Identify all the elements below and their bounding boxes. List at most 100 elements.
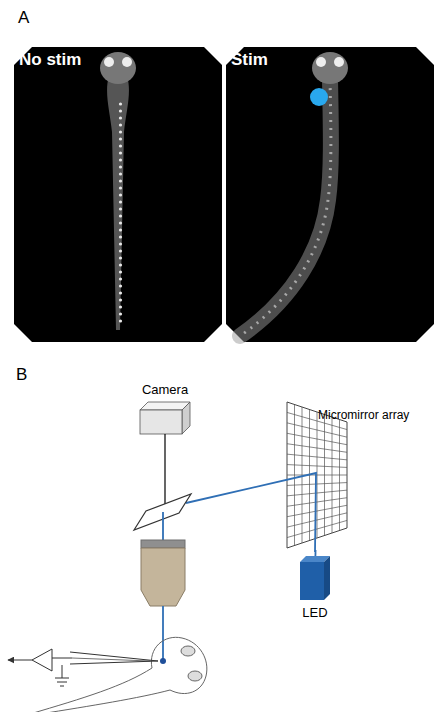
image-panel: Stim bbox=[226, 47, 434, 342]
camera-side bbox=[182, 402, 190, 434]
larva-eye bbox=[188, 671, 202, 681]
larva-speckle bbox=[119, 137, 122, 140]
larva-head bbox=[100, 52, 136, 84]
light-path bbox=[162, 512, 164, 540]
larva-body bbox=[240, 80, 331, 336]
stimulation-spot bbox=[310, 88, 328, 106]
camera-box: Camera bbox=[140, 402, 190, 434]
larva-speckle bbox=[119, 109, 122, 112]
dichroic-mirror bbox=[134, 494, 191, 530]
larva-speckle bbox=[119, 305, 122, 308]
panel-letter: B bbox=[16, 366, 27, 383]
image-panel-outline bbox=[14, 47, 222, 342]
led-source: LED bbox=[300, 556, 330, 600]
recording-setup bbox=[8, 649, 158, 686]
larva-speckle bbox=[119, 116, 122, 119]
node-label: No stim bbox=[19, 51, 81, 70]
led-front bbox=[300, 562, 324, 600]
stimulation-spot bbox=[160, 658, 166, 664]
mirror-gridline bbox=[287, 490, 347, 496]
larva-speckles bbox=[119, 102, 122, 322]
larva-speckle bbox=[119, 130, 122, 133]
led-side bbox=[324, 556, 330, 600]
larva-outline bbox=[30, 637, 207, 712]
larva-head bbox=[312, 52, 348, 84]
larva-speckle bbox=[119, 277, 122, 280]
ground-symbol bbox=[57, 682, 67, 683]
node-label: Camera bbox=[132, 383, 198, 397]
amplifier-output bbox=[8, 660, 32, 661]
larva-speckle bbox=[119, 291, 122, 294]
micromirror-array-outline bbox=[285, 400, 349, 550]
larva-speckle bbox=[119, 298, 122, 301]
larva-speckle bbox=[119, 263, 122, 266]
larva-speckle bbox=[119, 158, 122, 161]
objective-lens bbox=[141, 548, 185, 606]
larva-speckle bbox=[119, 207, 122, 210]
larva-speckle bbox=[119, 193, 122, 196]
larva-speckle bbox=[119, 256, 122, 259]
larva-eye bbox=[334, 57, 344, 67]
larva-speckle bbox=[119, 165, 122, 168]
electrode-pipette bbox=[70, 652, 158, 664]
larva-contour bbox=[40, 637, 207, 712]
larva-contour bbox=[30, 668, 152, 712]
larva-speckle bbox=[119, 200, 122, 203]
imaging-path bbox=[164, 434, 165, 506]
larva-segments bbox=[240, 80, 331, 336]
larva-bent bbox=[240, 52, 348, 336]
larva-eye bbox=[181, 646, 195, 656]
image-panel-outline bbox=[226, 47, 434, 342]
larva-speckle bbox=[119, 179, 122, 182]
amplifier-symbol bbox=[32, 649, 52, 671]
larva-speckle bbox=[119, 228, 122, 231]
light-path bbox=[162, 606, 164, 660]
larva-speckle bbox=[119, 186, 122, 189]
micromirror-array: Micromirror array bbox=[285, 400, 349, 550]
larva-speckle bbox=[119, 102, 122, 105]
larva-speckle bbox=[119, 172, 122, 175]
objective-cap bbox=[141, 540, 185, 548]
larva-speckle bbox=[119, 235, 122, 238]
larva-speckle bbox=[119, 249, 122, 252]
image-background bbox=[226, 47, 434, 342]
image-panel: No stim bbox=[14, 47, 222, 342]
camera-box-outline bbox=[140, 402, 190, 434]
mirror-gridline bbox=[287, 483, 347, 486]
larva-speckle bbox=[119, 221, 122, 224]
larva-speckle bbox=[119, 242, 122, 245]
led-source-outline bbox=[300, 556, 330, 600]
larva-speckle bbox=[119, 319, 122, 322]
mirror-gridline bbox=[287, 465, 347, 468]
image-background bbox=[14, 47, 222, 342]
ground-wire bbox=[62, 665, 63, 678]
node-label: LED bbox=[290, 606, 340, 620]
mirror-gridline bbox=[287, 444, 347, 453]
camera-top bbox=[140, 402, 190, 410]
ground-symbol bbox=[55, 678, 69, 679]
electrode-wire bbox=[52, 658, 72, 659]
mirror-gridline bbox=[287, 454, 347, 460]
mirror-frame bbox=[287, 402, 347, 548]
panel-letter: A bbox=[18, 9, 29, 26]
larva-speckle bbox=[119, 144, 122, 147]
larva-speckle bbox=[119, 151, 122, 154]
larva-speckle bbox=[119, 270, 122, 273]
mirror-gridline bbox=[287, 433, 347, 444]
ground-symbol bbox=[60, 686, 64, 687]
larva-eye bbox=[122, 57, 132, 67]
mirror-gridline bbox=[287, 520, 347, 537]
node-label: Stim bbox=[231, 51, 268, 70]
larva-speckle bbox=[119, 312, 122, 315]
mirror-gridline bbox=[287, 513, 347, 527]
camera-front bbox=[140, 410, 182, 434]
light-path-connector bbox=[315, 550, 317, 556]
mirror-gridline bbox=[287, 498, 347, 507]
larva-eye bbox=[104, 57, 114, 67]
mirror-gridline bbox=[287, 475, 347, 476]
larva-speckle bbox=[119, 123, 122, 126]
larva-straight bbox=[100, 52, 136, 330]
node-label: Micromirror array bbox=[318, 409, 409, 422]
